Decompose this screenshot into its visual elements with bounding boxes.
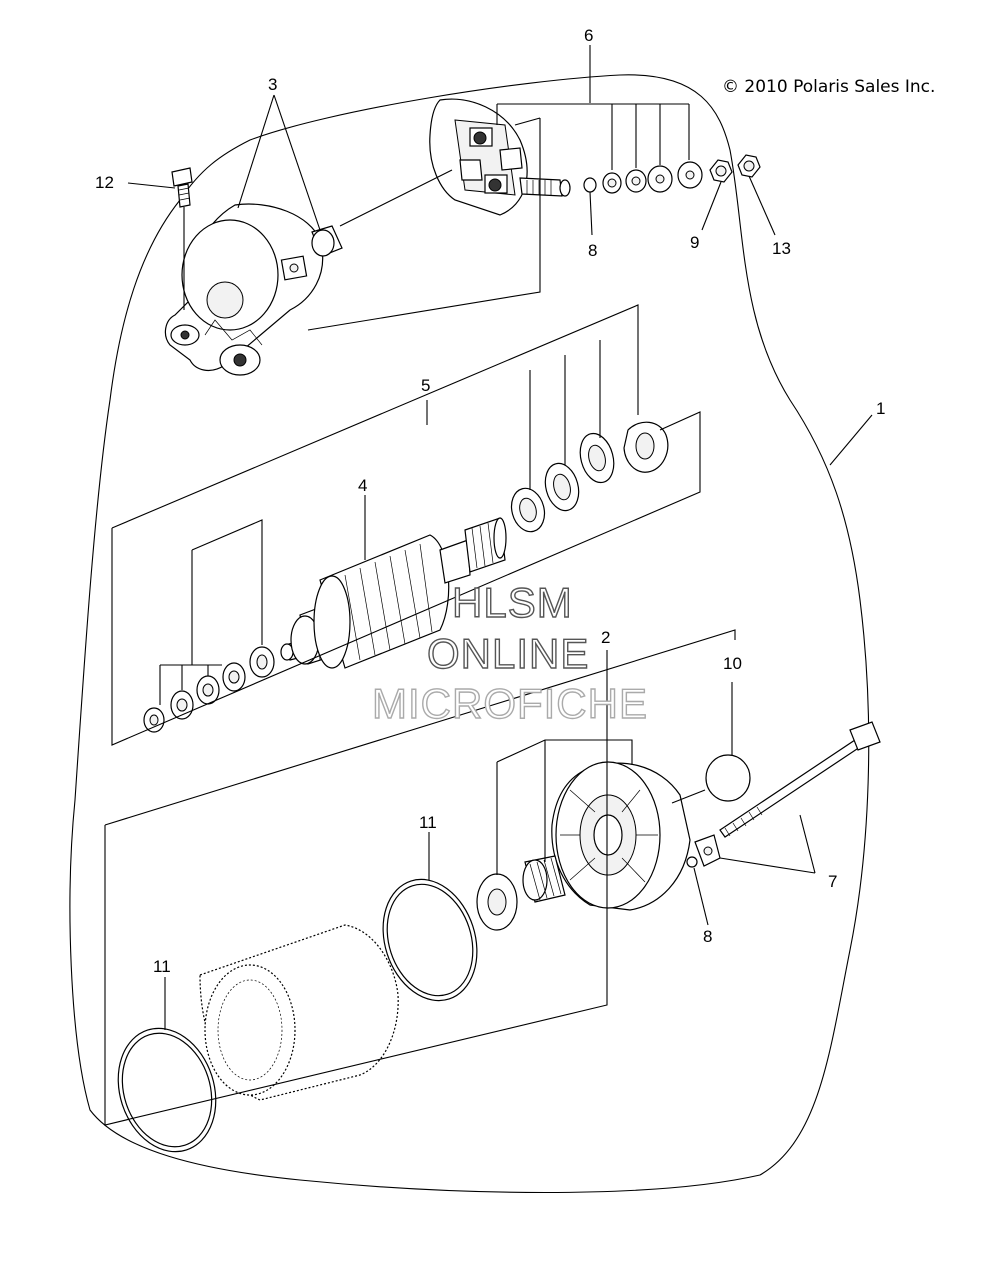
watermark: HLSM ONLINE MICROFICHE xyxy=(371,578,648,727)
callout-8a: 8 xyxy=(588,241,597,260)
end-cover-part xyxy=(164,203,324,376)
front-housing-part xyxy=(551,761,691,911)
through-bolt-part xyxy=(686,721,881,868)
callout-12: 12 xyxy=(95,173,114,192)
callout-9: 9 xyxy=(690,233,699,252)
callout-11a: 11 xyxy=(419,813,437,832)
bearing-part xyxy=(476,855,566,931)
watermark-line3: MICROFICHE xyxy=(372,680,648,727)
callout-13: 13 xyxy=(772,239,791,258)
callout-1: 1 xyxy=(876,399,885,418)
callout-5: 5 xyxy=(421,376,430,395)
callout-labels: 1 2 3 4 5 6 7 8 8 9 10 11 11 12 13 xyxy=(95,26,885,976)
callout-3: 3 xyxy=(268,75,277,94)
copyright-text: © 2010 Polaris Sales Inc. xyxy=(722,77,935,97)
callout-11b: 11 xyxy=(153,957,171,976)
o-ring-set xyxy=(117,878,478,1153)
callout-8b: 8 xyxy=(703,927,712,946)
callout-7: 7 xyxy=(828,872,837,891)
seal-part xyxy=(705,754,751,802)
washer-stack xyxy=(583,154,761,194)
callout-4: 4 xyxy=(358,476,367,495)
callout-6: 6 xyxy=(584,26,593,45)
brush-holder-part xyxy=(429,98,571,216)
shim-washer-set xyxy=(143,421,669,733)
leader-lines xyxy=(104,45,873,1126)
watermark-line1: HLSM xyxy=(452,579,573,626)
yoke-part xyxy=(199,924,399,1101)
watermark-line2: ONLINE xyxy=(427,630,589,677)
bushing-part xyxy=(311,225,343,257)
assembly-outline xyxy=(69,74,870,1194)
callout-2: 2 xyxy=(601,628,610,647)
bolt-part xyxy=(171,167,193,208)
armature-part xyxy=(280,517,507,669)
callout-10: 10 xyxy=(723,654,742,673)
